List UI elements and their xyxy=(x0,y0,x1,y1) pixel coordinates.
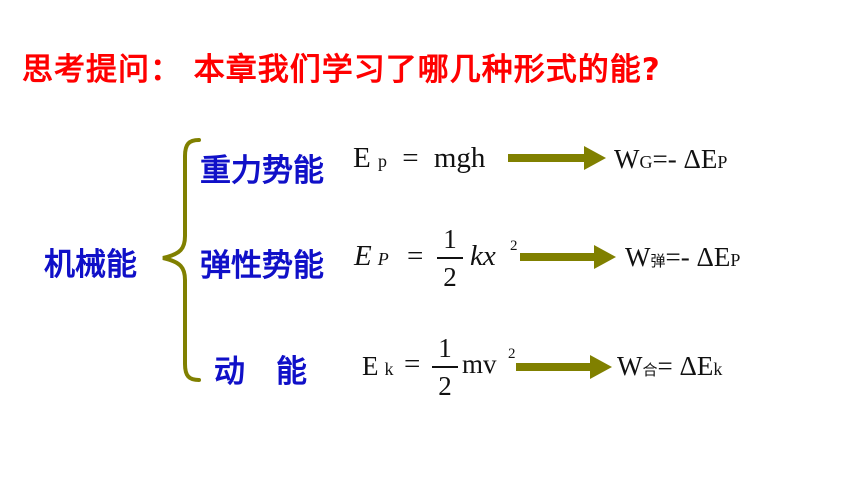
fraction-bar xyxy=(432,366,458,368)
work-net: W合= ΔEk xyxy=(617,351,722,382)
energy-symbol: E xyxy=(696,351,714,381)
formula-rhs-text: mv xyxy=(462,349,497,379)
formula-symbol: E xyxy=(362,351,379,381)
formula-equals: = xyxy=(407,240,424,272)
work-elastic: W弹=- ΔEP xyxy=(625,242,740,273)
formula-symbol: E xyxy=(353,142,371,174)
formula-exponent: 2 xyxy=(508,346,516,362)
energy-symbol: E xyxy=(713,242,731,272)
delta-symbol: Δ xyxy=(679,351,697,381)
formula-equals: = xyxy=(402,142,419,174)
formula-subscript: P xyxy=(377,249,389,269)
work-relation: =- xyxy=(665,242,690,272)
arrow-right-icon xyxy=(516,355,612,379)
fraction-one-half: 1 2 xyxy=(437,224,463,292)
fraction-denominator: 2 xyxy=(438,370,452,401)
delta-symbol: Δ xyxy=(696,242,714,272)
formula-exponent: 2 xyxy=(510,238,518,254)
fraction-bar xyxy=(437,257,463,259)
question-title: 思考提问： 本章我们学习了哪几种形式的能? xyxy=(22,52,661,88)
formula-subscript: k xyxy=(384,359,394,379)
arrow-right-icon xyxy=(508,146,606,170)
fraction-numerator: 1 xyxy=(443,224,457,254)
gravitational-potential-energy-label: 重力势能 xyxy=(200,153,324,189)
formula-symbol: E xyxy=(354,240,372,272)
formula-gravitational: E p = mgh xyxy=(353,142,485,175)
work-relation: =- xyxy=(652,144,677,174)
formula-equals: = xyxy=(404,348,421,380)
work-symbol: W xyxy=(614,144,640,174)
fraction-denominator: 2 xyxy=(443,261,457,292)
work-relation: = xyxy=(657,351,673,381)
work-symbol: W xyxy=(625,242,651,272)
elastic-potential-energy-label: 弹性势能 xyxy=(200,248,324,284)
work-symbol: W xyxy=(617,351,643,381)
work-subscript: G xyxy=(639,152,653,172)
work-subscript: 弹 xyxy=(650,252,666,270)
formula-rhs: kx xyxy=(470,240,496,273)
fraction-one-half: 1 2 xyxy=(432,333,458,401)
formula-rhs-text: kx xyxy=(470,240,496,272)
delta-symbol: Δ xyxy=(683,144,701,174)
formula-subscript: p xyxy=(377,151,387,171)
curly-brace xyxy=(162,138,201,382)
energy-subscript: k xyxy=(713,359,723,379)
arrow-right-icon xyxy=(520,245,616,269)
formula-rhs: mgh xyxy=(433,142,486,174)
energy-symbol: E xyxy=(700,144,718,174)
work-subscript: 合 xyxy=(642,361,658,379)
work-gravity: WG=- ΔEP xyxy=(614,144,727,175)
energy-subscript: P xyxy=(730,250,741,270)
fraction-numerator: 1 xyxy=(438,333,452,363)
energy-subscript: P xyxy=(717,152,728,172)
formula-rhs: mv xyxy=(462,349,497,380)
mechanical-energy-label: 机械能 xyxy=(44,247,137,283)
kinetic-energy-label: 动 能 xyxy=(214,354,307,390)
